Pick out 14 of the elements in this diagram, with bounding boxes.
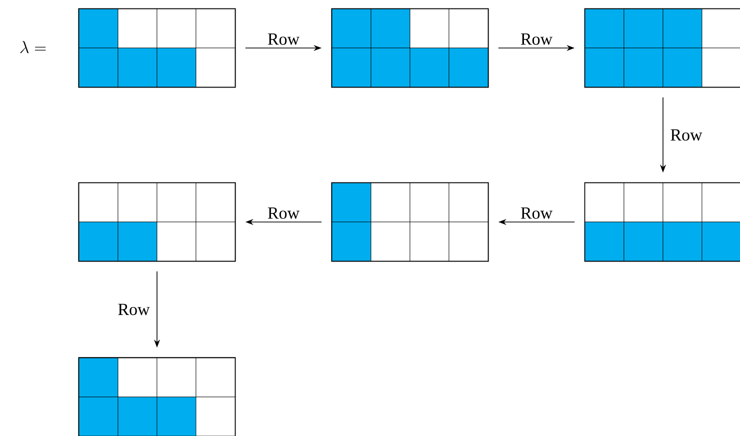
edge-label: Row — [118, 304, 150, 316]
edge-label: Row — [520, 34, 552, 45]
math-label: $\lambda =$ — [20, 41, 46, 54]
grid-drawing — [331, 182, 489, 262]
grid-drawing — [331, 8, 489, 88]
grid-drawing — [78, 182, 236, 262]
grid-drawing — [584, 182, 740, 262]
edge-label: Row — [268, 34, 300, 45]
edge-label: Row — [268, 208, 300, 219]
grid-drawing — [78, 8, 236, 88]
grid-drawing — [78, 357, 236, 436]
edge-label: Row — [670, 129, 702, 141]
grid-drawing — [584, 8, 740, 88]
edge-label: Row — [520, 208, 552, 219]
